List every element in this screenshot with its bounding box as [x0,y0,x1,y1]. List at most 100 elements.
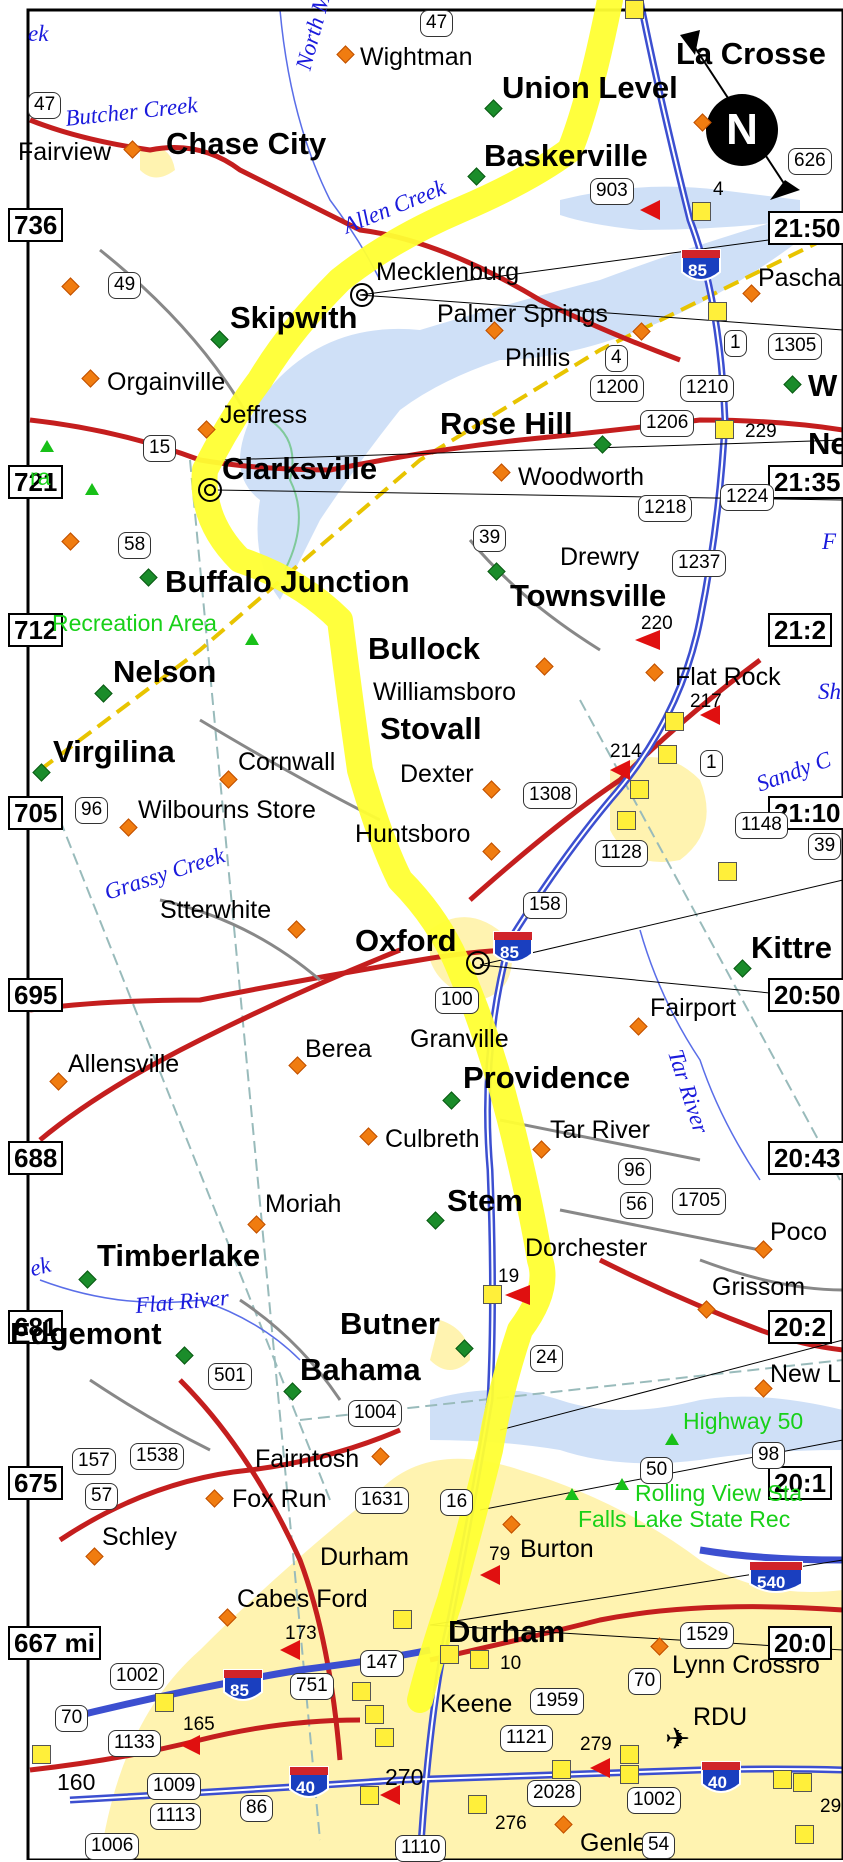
town-label: Palmer Springs [437,300,608,328]
road-shield: 160 [57,1769,96,1795]
road-shield: 1305 [768,333,823,360]
interstate-shield: 40 [700,1760,742,1800]
road-shield: 1110 [395,1835,447,1862]
road-shield: 50 [640,1457,674,1484]
park-label: Highway 50 [683,1408,804,1434]
road-shield: 1113 [150,1803,202,1830]
town-label: Clarksville [222,451,378,486]
town-label: Phillis [505,344,571,372]
mile-marker: 736 [8,208,64,242]
exit-square [773,1770,792,1789]
waypoint-marker[interactable] [198,478,222,502]
town-label: Townsville [510,578,667,613]
interstate-shield: 85 [222,1668,264,1708]
town-label: Cabes Ford [237,1585,368,1613]
mile-marker: 681 [8,1310,64,1344]
county-line [189,459,321,1841]
town-label: Flat Rock [675,663,781,691]
road-shield: 1002 [110,1663,165,1690]
mile-marker: 712 [8,613,64,647]
road-shield: 1529 [680,1622,735,1649]
time-marker: 20:2 [768,1310,833,1344]
interstate-number: 85 [230,1681,249,1700]
exit-square [483,1285,502,1304]
mile-marker: 667 mi [8,1626,101,1660]
road-shield: 1 [724,330,747,357]
road-shield: 220 [641,613,673,634]
road-shield: 1224 [720,484,775,511]
road-shield: 1006 [85,1833,140,1860]
river [39,1279,301,1361]
exit-square [708,302,727,321]
exit-square [658,745,677,764]
road-shield: 501 [208,1363,252,1390]
town-label: Schley [102,1523,178,1551]
town-label: Burton [520,1535,594,1563]
road-shield: 70 [55,1705,89,1732]
exit-square [692,202,711,221]
route-waypoints[interactable] [198,283,490,975]
road-shield: 57 [85,1483,119,1510]
town-label: Tar River [550,1116,651,1144]
park-label: Rolling View Sta [635,1480,803,1506]
town-label: Orgainville [107,368,226,396]
town-label: La Crosse [676,36,826,71]
river [639,929,761,1181]
route-highlight[interactable] [191,0,623,1713]
town-label: Union Level [502,70,678,105]
town-label: Pascha [758,264,842,292]
town-label: Stterwhite [160,896,272,924]
exit-square [365,1705,384,1724]
road-shield: 214 [610,741,642,762]
town-label: Granville [410,1025,509,1053]
town-label: Lynn Crossro [672,1651,820,1679]
town-label: Wightman [360,43,473,71]
road-shield: 276 [495,1813,527,1834]
exit-square [552,1760,571,1779]
road-shield: 58 [118,532,152,559]
time-marker: 20:0 [768,1626,833,1660]
town-label: Kittre [751,930,832,965]
town-label: Buffalo Junction [165,564,410,599]
road-shield: 56 [620,1192,654,1219]
road-shield: 1538 [130,1443,185,1470]
waypoint-marker[interactable] [350,283,374,307]
road-shield: 10 [500,1653,522,1674]
exit-square [393,1610,412,1629]
town-label: Berea [305,1035,372,1063]
time-marker: 20:43 [768,1141,843,1175]
county-line [59,819,331,1501]
road-shield: 39 [808,833,842,860]
falls-lake [430,1390,843,1464]
town-label: Virgilina [53,734,175,769]
waypoint-marker[interactable] [466,951,490,975]
town-label: Dorchester [525,1234,648,1262]
road-shield: 1959 [530,1688,585,1715]
interstate-shield: 85 [680,248,722,288]
urban-area [430,1320,470,1370]
road-shield: 626 [788,148,832,175]
road-shield: 16 [440,1489,474,1516]
town-label: Oxford [355,923,457,958]
road-shield: 70 [628,1668,662,1695]
exit-flags [180,200,720,1805]
road-shield: 1705 [672,1188,727,1215]
road-shield: 1121 [500,1725,553,1752]
town-label: Fairntosh [255,1445,360,1473]
water-label: ek [28,21,49,46]
interstate-number: 85 [500,943,519,962]
road-shield: 1 [700,750,723,777]
town-label: Huntsboro [355,820,471,848]
town-label: Culbreth [385,1125,480,1153]
town-label: Grissom [712,1273,806,1301]
lake-kerr [240,220,800,600]
town-label: Stovall [380,711,482,746]
town-label: Skipwith [230,300,358,335]
town-label: Cornwall [238,748,336,776]
town-label: Edgemont [10,1316,162,1351]
road-shield: 98 [752,1442,786,1469]
interstate-number: 540 [757,1573,786,1592]
town-label: Mecklenburg [376,258,520,286]
road-shield: 2028 [527,1780,582,1807]
